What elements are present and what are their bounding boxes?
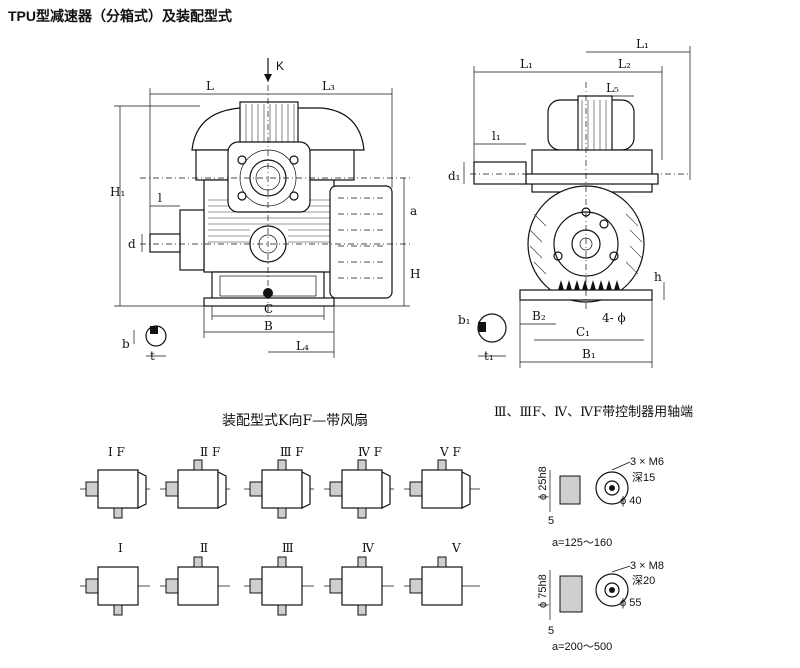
flange-bolt	[289, 155, 299, 165]
shaft-end-large: ϕ 75h8 5 3 × M8 深20 ϕ 55 a=200～500	[537, 560, 664, 653]
small-thread: 3 × M6	[630, 456, 664, 468]
arrangement-label: Ⅳ F	[358, 445, 382, 459]
unit-box	[421, 566, 463, 606]
label-a: a	[410, 204, 417, 218]
label-L: L	[206, 79, 214, 93]
label-L2: L₂	[618, 57, 631, 71]
shaft-stub	[559, 575, 583, 613]
unit-box	[177, 469, 219, 509]
side-view: L₁ L₁ L₂ L₅ l₁ d₁ h B₂ 4- ϕ C₁ B₁ b₁	[448, 37, 691, 368]
arrangement-label: Ⅲ	[282, 541, 294, 555]
unit-box	[97, 566, 139, 606]
input-shaft	[149, 233, 181, 253]
shaft-end-small: ϕ 25h8 5 3 × M6 深15 ϕ 40 a=125～160	[537, 456, 664, 549]
label-d1: d₁	[448, 169, 461, 183]
label-C: C	[264, 302, 273, 316]
label-t1: t₁	[484, 349, 494, 363]
unit-box	[261, 469, 303, 509]
label-L5: L₅	[606, 81, 619, 95]
assembly-fan-row: Ⅰ F Ⅱ F Ⅲ F Ⅳ F Ⅴ F	[80, 445, 480, 519]
label-H1: H₁	[110, 185, 125, 199]
label-l1: l₁	[492, 129, 501, 143]
unit-box	[421, 469, 463, 509]
label-C1: C₁	[576, 325, 590, 339]
shaft-stub	[559, 475, 581, 505]
small-key: 5	[548, 515, 554, 527]
unit-box	[341, 469, 383, 509]
label-b: b	[122, 337, 130, 351]
small-range: a=125～160	[552, 537, 612, 549]
side-fins-top	[581, 100, 607, 150]
shaft-end-heading: Ⅲ、ⅢF、Ⅳ、ⅣF带控制器用轴端	[494, 405, 693, 420]
fan-vents	[338, 197, 386, 279]
label-t: t	[150, 349, 155, 363]
label-h: h	[654, 270, 662, 284]
flange-bolt	[289, 191, 299, 201]
label-d: d	[128, 237, 136, 251]
label-L4: L₄	[296, 339, 309, 353]
arrangement-label: Ⅰ F	[108, 445, 125, 459]
arrangement-label: Ⅱ	[200, 541, 208, 555]
large-key: 5	[548, 625, 554, 637]
label-bolt-holes: 4- ϕ	[602, 311, 626, 325]
side-base-fins	[558, 280, 620, 290]
label-L1: L₁	[520, 57, 533, 71]
unit-box	[177, 566, 219, 606]
page-title: TPU型减速器（分箱式）及装配型式	[8, 8, 232, 24]
label-L3: L₃	[322, 79, 335, 93]
label-B2: B₂	[532, 309, 546, 323]
large-pcd: ϕ 55	[620, 597, 641, 609]
label-l: l	[158, 191, 162, 205]
assembly-plain-row: Ⅰ Ⅱ Ⅲ Ⅳ Ⅴ	[80, 541, 480, 616]
unit-box	[261, 566, 303, 606]
side-mid-band	[531, 149, 653, 193]
label-K: K	[276, 59, 284, 73]
label-B: B	[264, 319, 273, 333]
large-range: a=200～500	[552, 641, 612, 653]
label-b1: b₁	[458, 313, 471, 327]
flange-bolt	[237, 191, 247, 201]
label-B1: B₁	[582, 347, 596, 361]
arrangement-label: Ⅴ	[451, 541, 461, 555]
front-view: K L L₃ H₁ l d a H C B L₄	[110, 58, 420, 363]
small-pcd: ϕ 40	[620, 495, 641, 507]
small-depth: 深15	[632, 471, 655, 484]
label-H: H	[410, 267, 420, 281]
large-thread: 3 × M8	[630, 560, 664, 572]
unit-box	[341, 566, 383, 606]
foot	[203, 297, 335, 307]
arrangement-label: Ⅱ F	[200, 445, 220, 459]
arrangement-label: Ⅰ	[118, 541, 123, 555]
fan-cover	[329, 185, 393, 299]
side-rib-hatch	[529, 213, 643, 275]
side-output-shaft	[473, 161, 527, 185]
arrangement-label: Ⅴ F	[439, 445, 461, 459]
small-diameter: ϕ 25h8	[537, 466, 549, 500]
arrangement-label: Ⅲ F	[280, 445, 304, 459]
flange-bolt	[237, 155, 247, 165]
unit-box	[97, 469, 139, 509]
assembly-heading: 装配型式K向F—带风扇	[222, 413, 368, 429]
arrangement-label: Ⅳ	[362, 541, 375, 555]
large-depth: 深20	[632, 574, 655, 587]
label-L1-top: L₁	[636, 37, 649, 51]
input-end-cap	[179, 209, 205, 271]
large-diameter: ϕ 75h8	[537, 574, 549, 608]
